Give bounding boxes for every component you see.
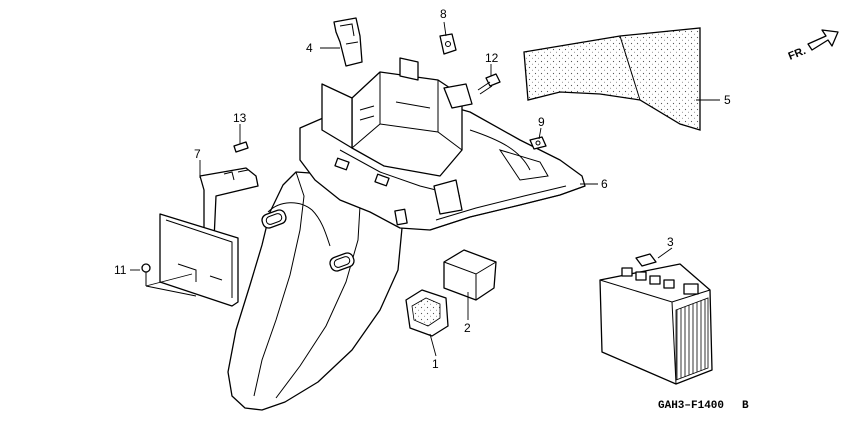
rear-fender: [227, 171, 403, 411]
callout-7: 7: [194, 147, 201, 161]
part-9-nut: [529, 136, 547, 150]
callout-3: 3: [667, 235, 674, 249]
diagram-code-text: GAH3–F1400: [658, 400, 724, 412]
callout-8: 8: [440, 7, 447, 21]
part-2-relay: [443, 249, 497, 301]
callout-13: 13: [233, 111, 247, 125]
front-direction-arrow: FR.: [787, 29, 839, 63]
callout-11: 11: [114, 263, 127, 277]
part-12-bolt: [477, 73, 501, 95]
leader-lines: [130, 21, 720, 357]
diagram-code: GAH3–F1400 B: [658, 400, 749, 412]
callout-1: 1: [432, 357, 439, 371]
part-3-battery: [599, 253, 713, 385]
part-11-screw: [141, 263, 151, 286]
battery-terminals: [621, 267, 699, 295]
callout-labels: 4 8 12 5 9 6 7 13 11 3 2 1: [114, 7, 731, 371]
callout-5: 5: [724, 93, 731, 107]
callout-6: 6: [601, 177, 608, 191]
part-5-rubber-sheet: [523, 27, 701, 131]
callout-12: 12: [485, 51, 499, 65]
direction-label: FR.: [787, 45, 808, 63]
diagram-code-suffix: B: [742, 400, 749, 412]
part-8-clip-nut: [439, 33, 457, 55]
part-7-bracket: [159, 167, 259, 307]
callout-9: 9: [538, 115, 545, 129]
part-4-holder: [333, 17, 363, 67]
battery-box: [321, 57, 473, 215]
callout-4: 4: [306, 41, 313, 55]
callout-2: 2: [464, 321, 471, 335]
part-1-rubber-mount: [405, 289, 449, 337]
part-13-pin: [233, 141, 249, 153]
